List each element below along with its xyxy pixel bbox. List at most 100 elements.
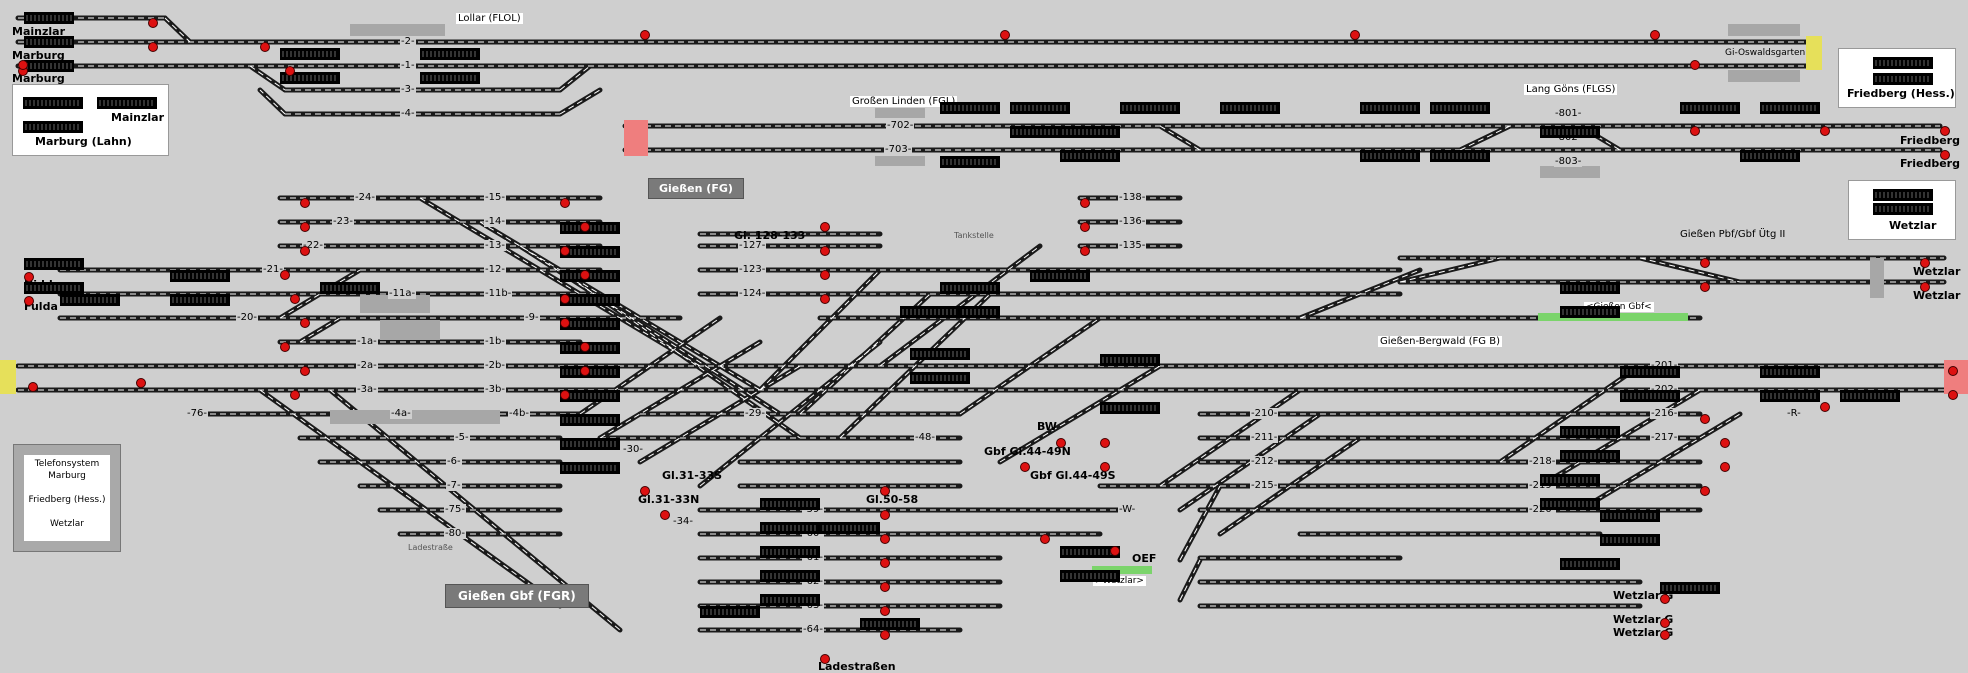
- signal-lamp[interactable]: [300, 222, 310, 232]
- signal-lamp[interactable]: [148, 18, 158, 28]
- signal-lamp[interactable]: [300, 198, 310, 208]
- signal-lamp[interactable]: [1700, 258, 1710, 268]
- signal-lamp[interactable]: [24, 296, 34, 306]
- track-segment[interactable]: [279, 269, 361, 319]
- track-segment[interactable]: [1579, 125, 1621, 151]
- track-segment[interactable]: [1457, 123, 1513, 153]
- signal-lamp[interactable]: [1056, 438, 1066, 448]
- block-end-marker[interactable]: [1944, 360, 1968, 394]
- signal-lamp[interactable]: [1660, 618, 1670, 628]
- signal-lamp[interactable]: [18, 60, 28, 70]
- track-segment[interactable]: [164, 17, 191, 43]
- signal-lamp[interactable]: [290, 390, 300, 400]
- track-segment[interactable]: [419, 197, 701, 367]
- signal-lamp[interactable]: [1948, 390, 1958, 400]
- signal-lamp[interactable]: [880, 534, 890, 544]
- signal-lamp[interactable]: [260, 42, 270, 52]
- signal-lamp[interactable]: [880, 486, 890, 496]
- signal-lamp[interactable]: [820, 222, 830, 232]
- track-segment[interactable]: [559, 65, 591, 91]
- block-end-marker[interactable]: [0, 360, 16, 394]
- signal-lamp[interactable]: [1690, 126, 1700, 136]
- track-segment[interactable]: [1639, 257, 1741, 283]
- signal-lamp[interactable]: [560, 390, 570, 400]
- signal-lamp[interactable]: [1080, 222, 1090, 232]
- block-end-marker[interactable]: [624, 120, 648, 156]
- signal-lamp[interactable]: [640, 30, 650, 40]
- block-end-marker[interactable]: [1806, 36, 1822, 70]
- signal-lamp[interactable]: [1110, 546, 1120, 556]
- track-segment[interactable]: [1579, 413, 1741, 511]
- signal-lamp[interactable]: [280, 270, 290, 280]
- signal-lamp[interactable]: [660, 510, 670, 520]
- signal-lamp[interactable]: [560, 198, 570, 208]
- signal-lamp[interactable]: [285, 66, 295, 76]
- track-segment[interactable]: [249, 65, 286, 91]
- track-segment[interactable]: [1159, 389, 1301, 487]
- track-segment[interactable]: [559, 89, 601, 115]
- track-segment[interactable]: [1539, 389, 1701, 487]
- track-segment[interactable]: [1219, 437, 1361, 535]
- signal-lamp[interactable]: [580, 366, 590, 376]
- signal-lamp[interactable]: [1040, 534, 1050, 544]
- telefon-system-panel[interactable]: Telefonsystem Marburg Friedberg (Hess.) …: [13, 444, 121, 552]
- track-segment[interactable]: [1399, 257, 1501, 283]
- signal-lamp[interactable]: [1820, 126, 1830, 136]
- signal-lamp[interactable]: [560, 246, 570, 256]
- signal-lamp[interactable]: [880, 510, 890, 520]
- signal-lamp[interactable]: [1700, 414, 1710, 424]
- signal-lamp[interactable]: [148, 42, 158, 52]
- signal-lamp[interactable]: [28, 382, 38, 392]
- signal-lamp[interactable]: [1720, 462, 1730, 472]
- telefon-line-friedberg[interactable]: Friedberg (Hess.): [28, 495, 106, 505]
- track-segment[interactable]: [999, 365, 1161, 463]
- track-segment[interactable]: [959, 317, 1101, 415]
- signal-lamp[interactable]: [880, 606, 890, 616]
- track-segment[interactable]: [579, 317, 721, 415]
- signal-lamp[interactable]: [580, 270, 590, 280]
- track-segment[interactable]: [479, 221, 761, 391]
- signal-lamp[interactable]: [290, 294, 300, 304]
- track-segment[interactable]: [699, 341, 881, 487]
- signal-lamp[interactable]: [1650, 30, 1660, 40]
- signal-lamp[interactable]: [1020, 462, 1030, 472]
- track-segment[interactable]: [1179, 485, 1221, 561]
- signal-lamp[interactable]: [820, 294, 830, 304]
- signal-lamp[interactable]: [640, 486, 650, 496]
- signal-lamp[interactable]: [580, 342, 590, 352]
- signal-lamp[interactable]: [1700, 282, 1710, 292]
- signal-lamp[interactable]: [580, 222, 590, 232]
- signal-lamp[interactable]: [1948, 366, 1958, 376]
- track-segment[interactable]: [839, 293, 991, 439]
- signal-lamp[interactable]: [880, 630, 890, 640]
- signal-lamp[interactable]: [1690, 60, 1700, 70]
- signal-lamp[interactable]: [1100, 438, 1110, 448]
- signal-lamp[interactable]: [880, 582, 890, 592]
- signal-lamp[interactable]: [1080, 198, 1090, 208]
- track-segment[interactable]: [1299, 269, 1421, 319]
- signal-lamp[interactable]: [1700, 486, 1710, 496]
- signal-lamp[interactable]: [280, 342, 290, 352]
- signal-lamp[interactable]: [1660, 594, 1670, 604]
- track-segment[interactable]: [759, 269, 881, 391]
- track-segment[interactable]: [259, 89, 286, 115]
- signal-lamp[interactable]: [1940, 150, 1950, 160]
- track-segment[interactable]: [1179, 559, 1201, 601]
- signal-lamp[interactable]: [1720, 438, 1730, 448]
- signal-lamp[interactable]: [560, 294, 570, 304]
- signal-lamp[interactable]: [1100, 462, 1110, 472]
- signal-lamp[interactable]: [820, 654, 830, 664]
- signal-lamp[interactable]: [1660, 630, 1670, 640]
- signal-lamp[interactable]: [1080, 246, 1090, 256]
- signal-lamp[interactable]: [820, 270, 830, 280]
- track-segment[interactable]: [639, 365, 801, 463]
- signal-lamp[interactable]: [820, 246, 830, 256]
- signal-lamp[interactable]: [24, 272, 34, 282]
- signal-lamp[interactable]: [1820, 402, 1830, 412]
- track-segment[interactable]: [1499, 365, 1641, 463]
- signal-lamp[interactable]: [136, 378, 146, 388]
- track-segment[interactable]: [259, 389, 561, 607]
- telefon-line-marburg[interactable]: Marburg: [48, 471, 86, 481]
- signal-lamp[interactable]: [300, 366, 310, 376]
- signal-lamp[interactable]: [300, 318, 310, 328]
